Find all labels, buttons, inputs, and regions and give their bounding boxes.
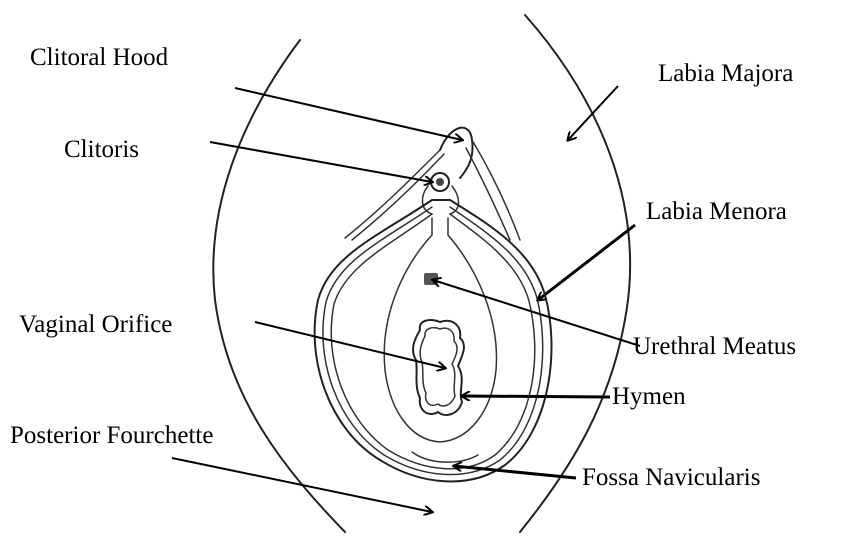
label-labia-majora: Labia Majora [658,60,793,87]
leader-vaginal-orifice [255,322,445,368]
leader-clitoris [210,142,432,182]
leader-hymen [462,396,610,397]
leader-clitoral-hood [235,88,462,140]
labia-minora-outline [315,200,552,481]
vestibule-outline [384,218,496,442]
leader-posterior-fourchette [172,458,432,512]
clitoris-shape [422,173,458,214]
vaginal-orifice-shape [413,320,464,415]
label-posterior-fourchette: Posterior Fourchette [10,422,213,449]
label-urethral-meatus: Urethral Meatus [633,333,796,360]
leader-labia-majora [568,86,618,140]
leader-lines [172,86,640,512]
labels: Clitoral Hood Clitoris Labia Majora Labi… [10,44,796,491]
label-labia-menora: Labia Menora [646,198,787,225]
leader-labia-menora [538,225,635,300]
fossa-navicularis-shape [412,452,478,462]
leader-urethral-meatus [433,280,640,346]
label-hymen: Hymen [612,383,686,410]
label-clitoris: Clitoris [64,136,139,163]
urethral-meatus-shape [424,273,438,285]
labia-majora-outline [213,15,630,532]
label-fossa-navicularis: Fossa Navicularis [582,464,760,491]
label-vaginal-orifice: Vaginal Orifice [19,311,172,338]
label-clitoral-hood: Clitoral Hood [30,44,169,71]
